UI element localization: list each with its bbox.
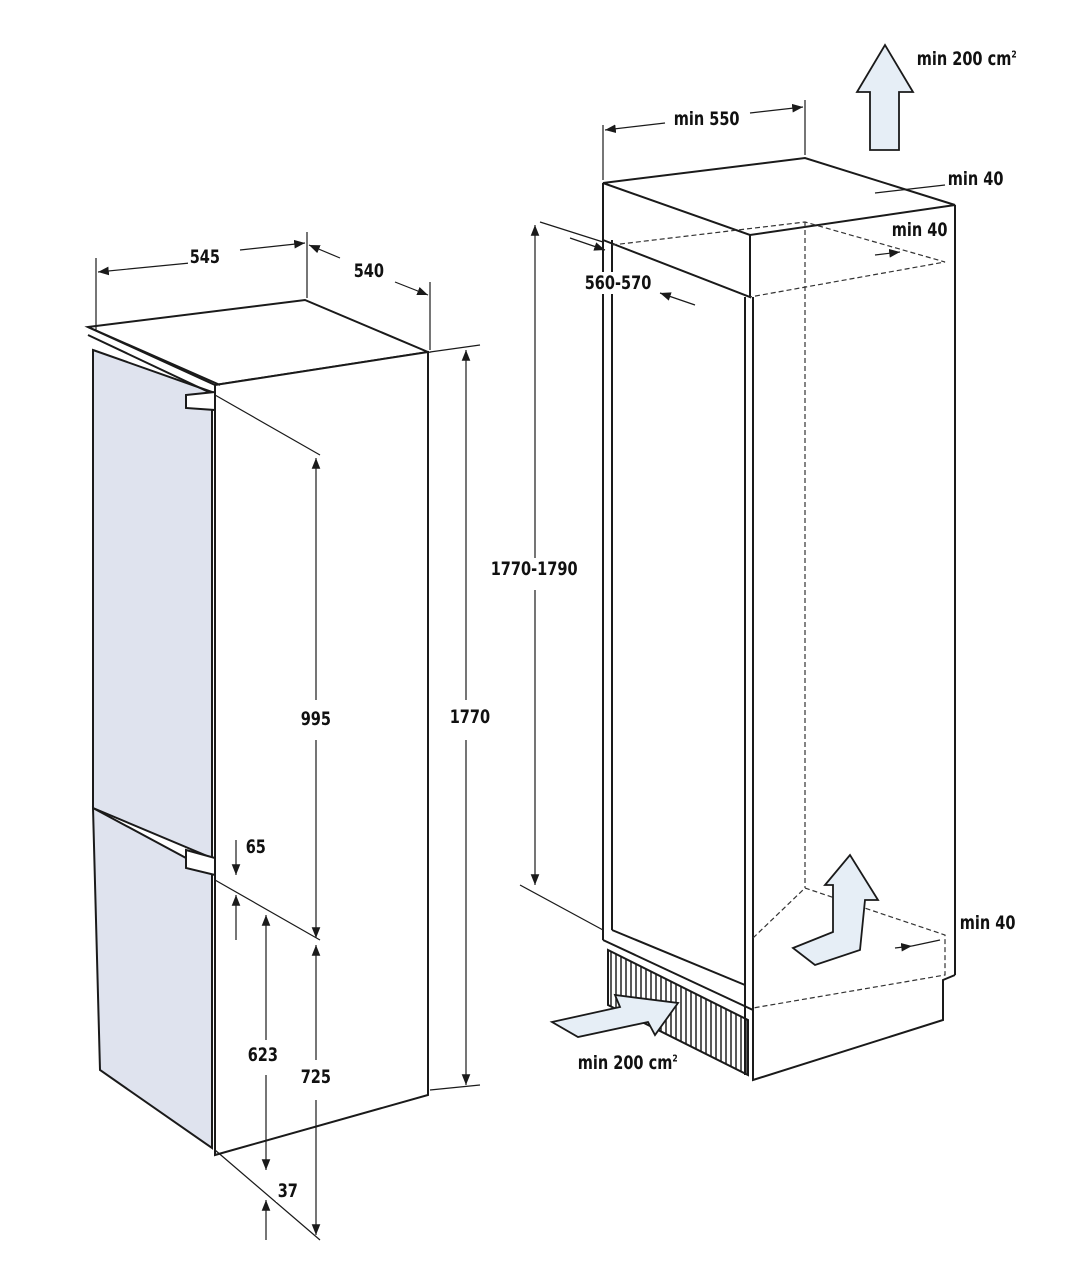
vent-bottom-text: min 200 cm [577, 1052, 673, 1074]
niche-height-label: 1770-1790 [489, 558, 580, 580]
rear-gap-top-label: min 40 [890, 219, 950, 241]
upper-section-label: 995 [299, 708, 333, 730]
niche-width-label: min 550 [672, 108, 742, 130]
appliance-drawing [84, 298, 432, 1157]
height-label: 1770 [448, 706, 492, 728]
top-gap-label: min 40 [946, 168, 1006, 190]
airflow-arrows [549, 43, 915, 1038]
vent-bottom-arrow-icon [549, 993, 680, 1038]
lower-door-label: 623 [246, 1044, 280, 1066]
airflow-up-arrow-icon [791, 853, 880, 967]
niche-drawing [602, 156, 956, 1082]
niche-hidden-lines [611, 221, 946, 1009]
hinge-gap-label: 65 [244, 836, 268, 858]
niche-dimension-lines [519, 100, 946, 952]
lower-door [91, 806, 213, 1150]
vent-top-arrow-icon [855, 43, 915, 151]
width-label: 545 [188, 246, 222, 268]
vent-grille [607, 948, 749, 1077]
vent-top-label: min 200 cm2 [915, 48, 1019, 70]
appliance-dimension-lines [95, 232, 481, 1241]
vent-bottom-label: min 200 cm2 [576, 1052, 680, 1074]
unit-superscript: 2 [672, 1053, 678, 1065]
upper-door [92, 348, 213, 860]
bottom-offset-label: 37 [276, 1180, 300, 1202]
vent-top-text: min 200 cm [916, 48, 1012, 70]
niche-depth-label: 560-570 [583, 272, 654, 294]
rear-gap-bottom-label: min 40 [958, 912, 1018, 934]
lower-section-label: 725 [299, 1066, 333, 1088]
depth-label: 540 [352, 260, 386, 282]
unit-superscript: 2 [1011, 49, 1017, 61]
appliance-side [214, 350, 429, 1157]
